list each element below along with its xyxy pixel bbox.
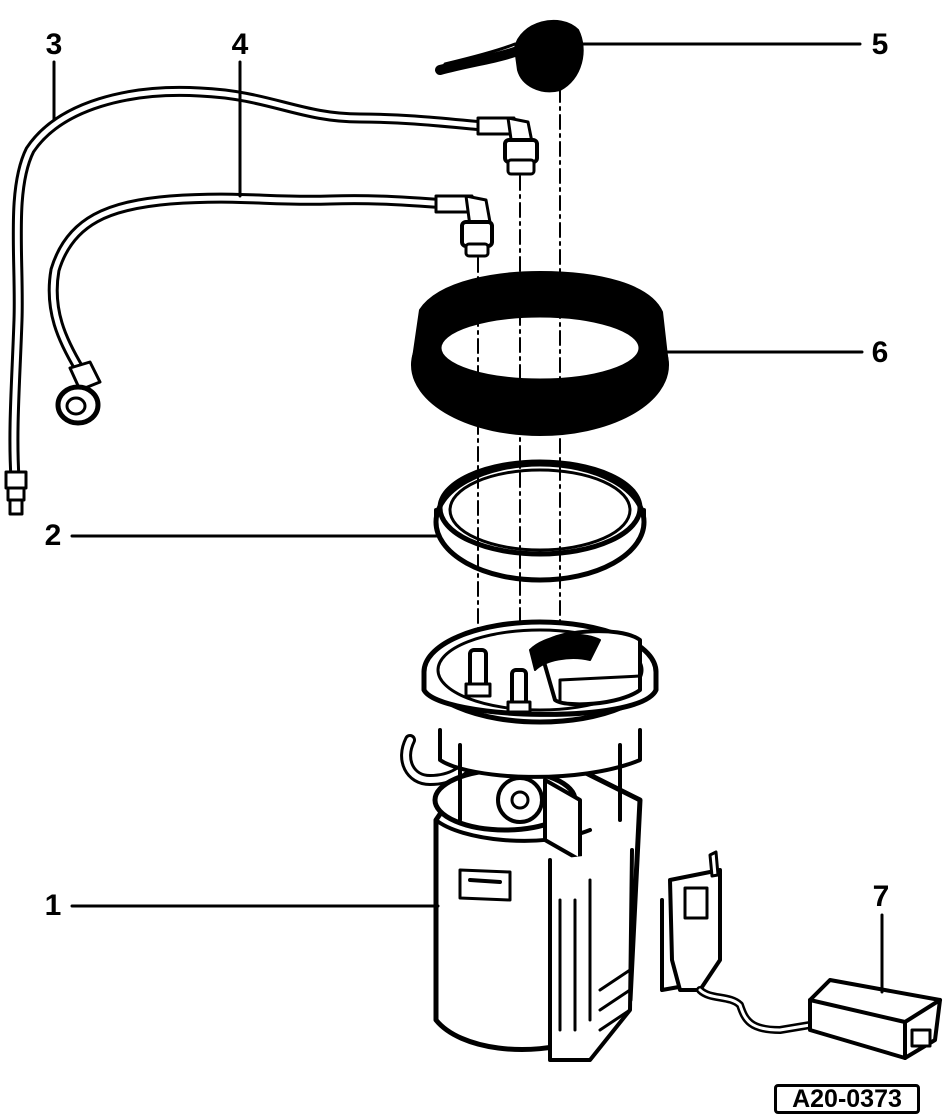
part-1-fuel-delivery-unit bbox=[400, 619, 659, 1062]
callout-3: 3 bbox=[45, 28, 63, 61]
part-3-hose bbox=[4, 85, 539, 516]
callout-4: 4 bbox=[231, 28, 249, 61]
callout-5: 5 bbox=[871, 28, 889, 61]
part-7-fuel-gauge-sender bbox=[660, 850, 942, 1060]
part-4-hose bbox=[47, 192, 494, 426]
callout-7: 7 bbox=[872, 880, 890, 913]
part-5-connector bbox=[435, 20, 584, 93]
alignment-lines bbox=[477, 87, 561, 691]
figure-code: A20-0373 bbox=[774, 1084, 920, 1114]
part-6-locking-ring bbox=[411, 271, 669, 436]
part-2-sealing-ring bbox=[433, 459, 647, 583]
callout-2: 2 bbox=[44, 519, 62, 552]
callout-1: 1 bbox=[44, 889, 62, 922]
callout-6: 6 bbox=[871, 336, 889, 369]
leader-lines bbox=[52, 42, 884, 994]
